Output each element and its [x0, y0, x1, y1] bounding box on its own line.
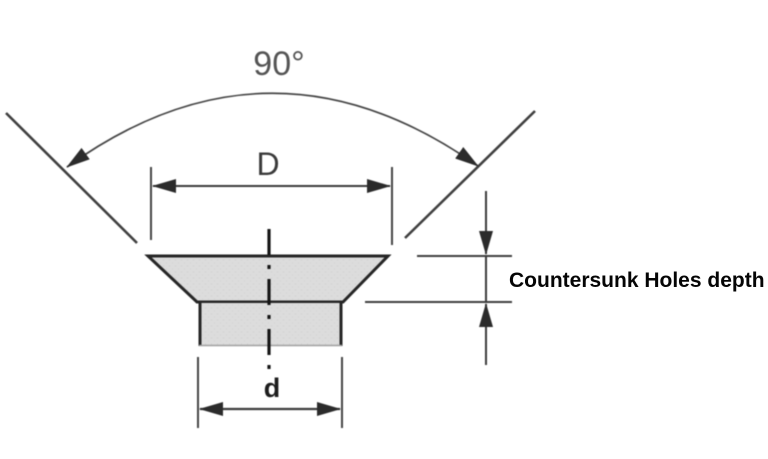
cone-angle-line-left	[5, 112, 138, 244]
countersunk-depth-label: Countersunk Holes depth	[509, 269, 765, 292]
drawing-linework: 90° D d	[5, 45, 536, 428]
cone-angle-line-right	[404, 110, 536, 239]
major-diameter-label: D	[256, 146, 279, 182]
hole-diameter-label: d	[264, 373, 281, 403]
angle-dimension-arc	[66, 92, 479, 168]
angle-value-label: 90°	[253, 45, 304, 83]
